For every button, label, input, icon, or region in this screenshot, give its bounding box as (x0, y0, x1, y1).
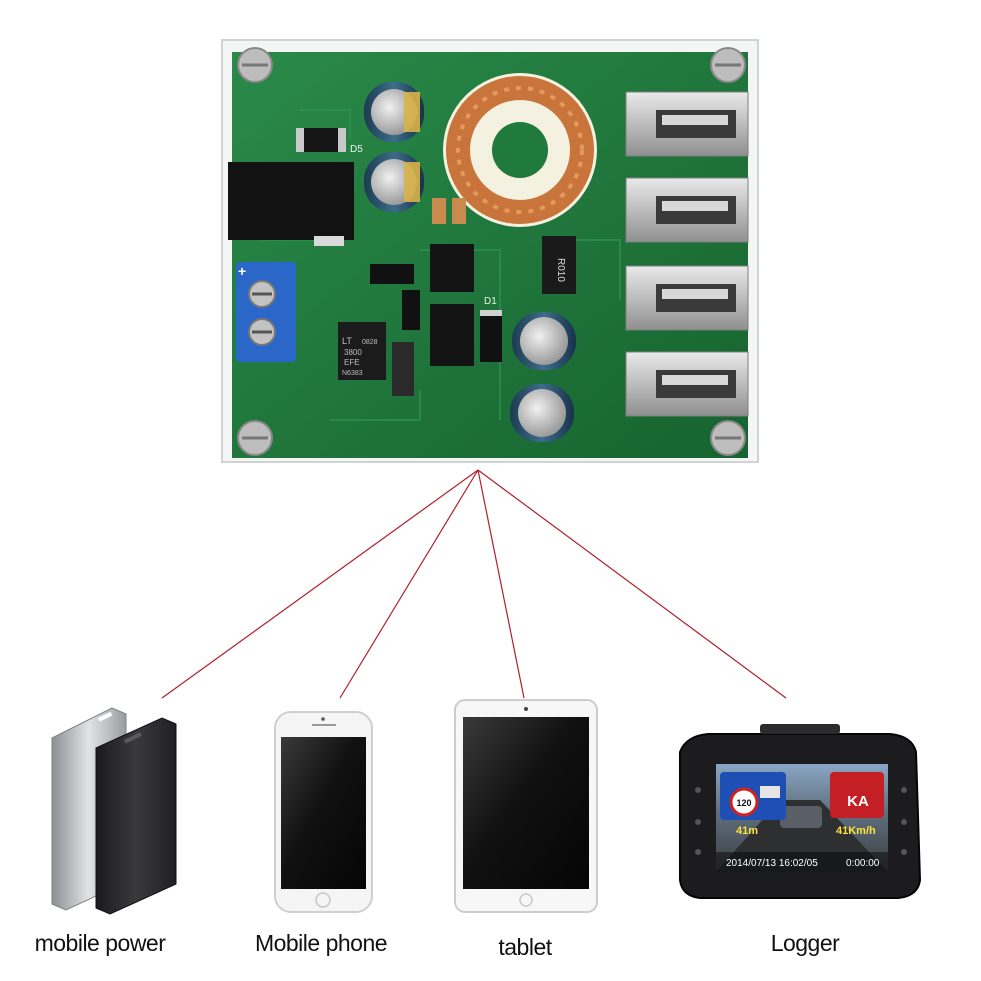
usb-port-icon (625, 351, 749, 417)
distance-readout: 41m (736, 825, 758, 837)
speed-limit-value: 120 (736, 798, 751, 808)
power-bank-image (51, 707, 177, 915)
capacitor-icon (510, 384, 574, 442)
label-d1: D1 (484, 296, 497, 307)
screw-icon (237, 420, 273, 456)
chip-line2: 3800 (344, 348, 362, 357)
screw-icon (710, 47, 746, 83)
capacitor-icon (364, 82, 424, 142)
speed-camera-icon: 120 (720, 772, 786, 820)
capacitor-icon (512, 312, 576, 370)
dc-jack-icon (228, 162, 354, 246)
capacitor-icon (364, 152, 424, 212)
usb-port-icon (625, 91, 749, 157)
terminal-plus-label: + (238, 263, 246, 279)
speed-readout: 41Km/h (836, 825, 876, 837)
label-resistor: R010 (555, 258, 566, 282)
chip-line1: LT (342, 336, 352, 346)
mobile-phone-image (274, 711, 373, 913)
label-d5: D5 (350, 144, 363, 155)
pcb-board: D5 + (221, 39, 759, 463)
screw-icon (237, 47, 273, 83)
caption-tablet: tablet (498, 934, 552, 960)
screw-icon (710, 420, 746, 456)
connector-lines (161, 469, 787, 699)
usb-port-icon (625, 265, 749, 331)
inductor-coil-icon (443, 73, 597, 227)
logger-image: 120 KA 41m 41Km/h 2014/07/13 16:02/05 0:… (679, 724, 922, 899)
chip-line3: EFE (344, 358, 360, 367)
radar-icon: KA (830, 772, 884, 818)
caption-logger: Logger (770, 930, 840, 956)
radar-alert: KA (847, 793, 869, 810)
timer-readout: 0:00:00 (846, 858, 880, 869)
chip-line4: N6383 (342, 370, 363, 377)
terminal-block-icon: + (236, 262, 296, 362)
caption-mobile-power: mobile power (34, 930, 166, 956)
caption-mobile-phone: Mobile phone (254, 930, 388, 956)
usb-port-icon (625, 177, 749, 243)
tablet-image (454, 699, 598, 913)
timestamp-readout: 2014/07/13 16:02/05 (726, 858, 818, 869)
chip-code: 0828 (362, 339, 378, 346)
